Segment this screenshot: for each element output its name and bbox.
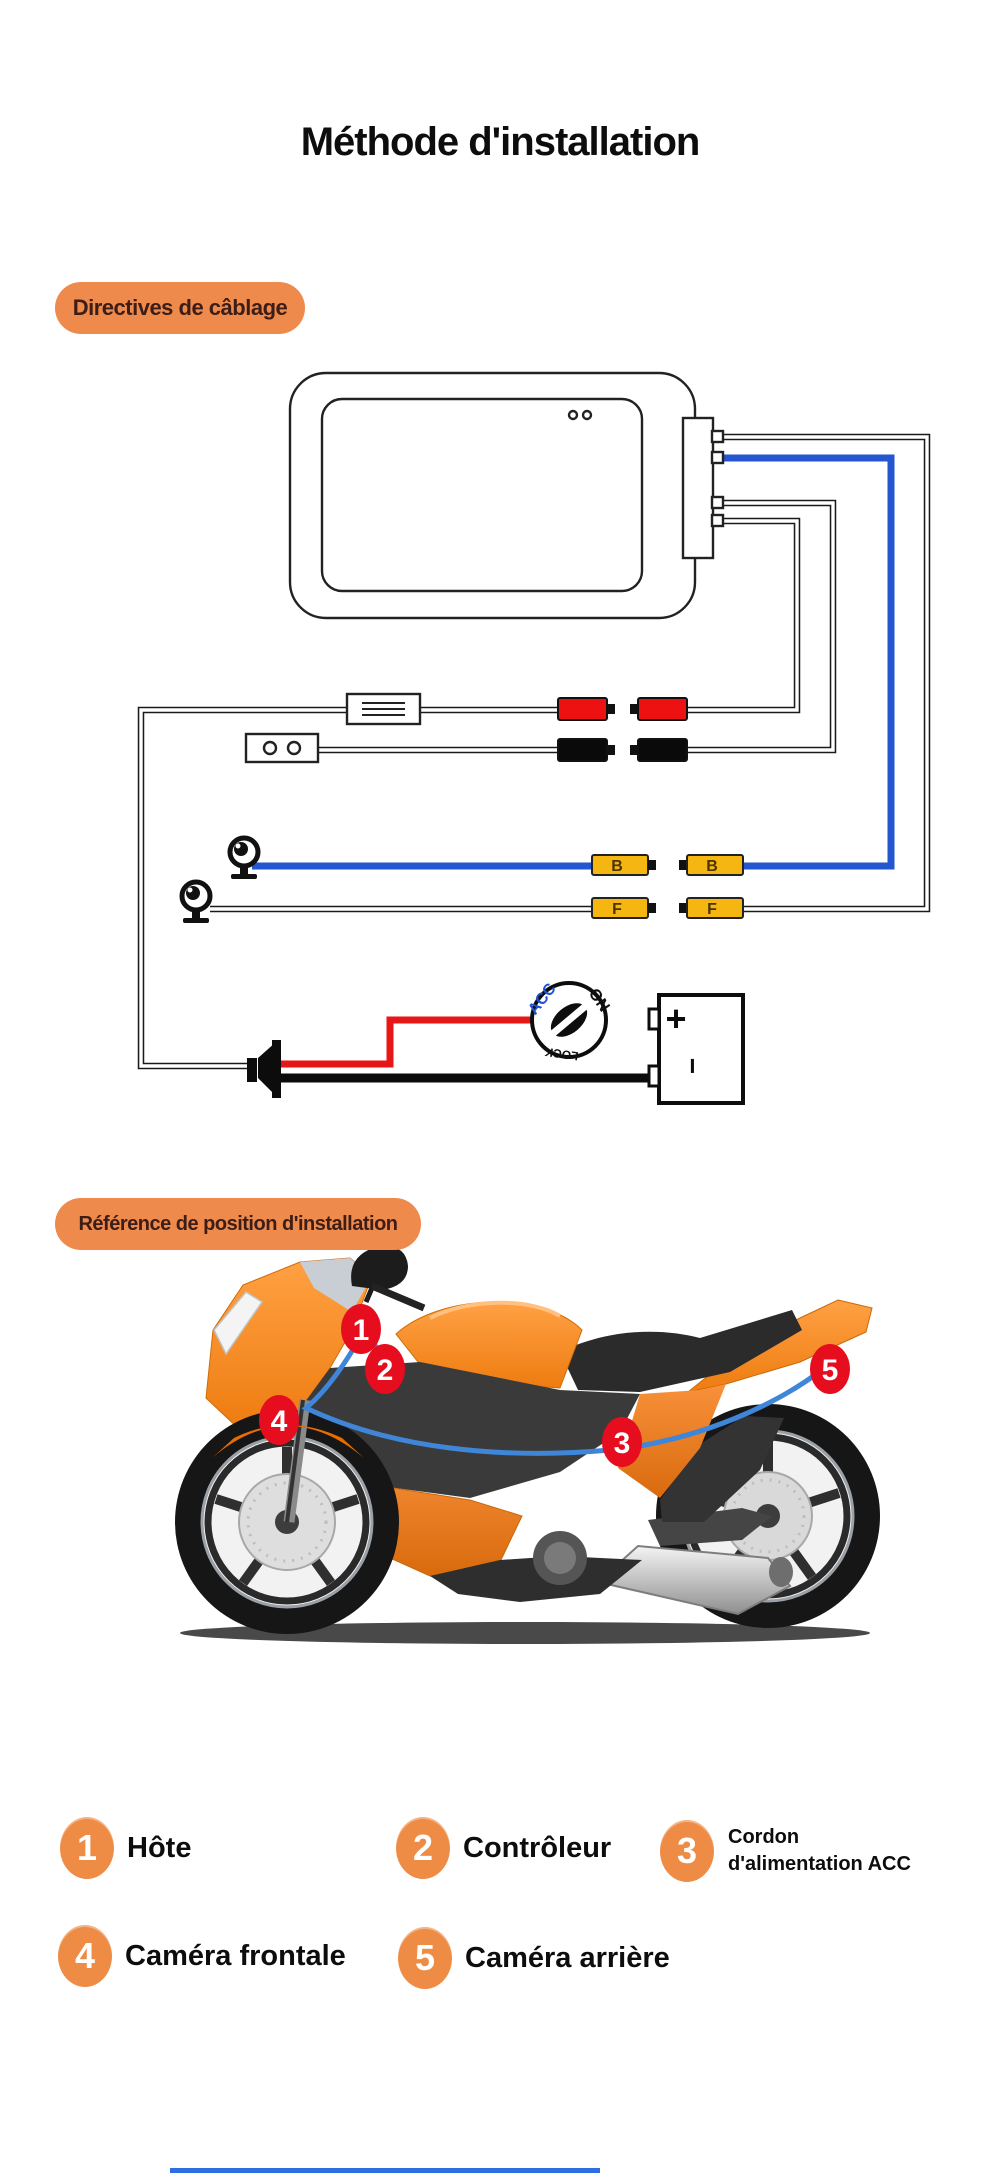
pin-3 [710,495,725,510]
lock-label: LOCK [543,1045,579,1064]
battery-minus-terminal [647,1064,661,1088]
legend-num-4: 4 [58,1925,112,1987]
legend-item-acc-cord: 3 Cordon d'alimentation ACC [660,1820,911,1882]
battery: + − [647,993,745,1105]
exhaust [595,1544,793,1616]
battery-minus-label: − [677,1058,708,1074]
head-unit [288,371,725,620]
wiring-section-badge: Directives de câblage [55,282,305,334]
svg-text:1: 1 [353,1314,370,1347]
legend-num-1: 1 [60,1817,114,1879]
pin-4 [710,513,725,528]
front-fender [212,1425,364,1458]
svg-text:5: 5 [822,1354,839,1387]
seat [560,1310,802,1392]
ground-connector-pair-black [557,738,688,762]
wiring-diagram: B B F F [137,371,931,1105]
legend-label-acc-line2: d'alimentation ACC [728,1853,911,1875]
legend-label-host: Hôte [127,1831,192,1864]
handlebar [370,1282,426,1312]
engine-cover-inner [544,1542,576,1574]
legend-num-2: 2 [396,1817,450,1879]
position-markers: 1 2 3 4 5 [259,1304,850,1467]
legend-item-front-camera: 4 Caméra frontale [58,1925,346,1987]
svg-text:4: 4 [271,1405,288,1438]
indicator-dot [581,409,593,421]
marker-2: 2 [365,1344,405,1394]
head-unit-connector-block [681,416,715,560]
legend-label-rear-camera: Caméra arrière [465,1941,670,1974]
wire-host-to-back-video-blue [722,454,895,870]
indicator-dot [567,409,579,421]
connector-label-b: B [706,858,718,875]
inline-fuse [345,692,422,726]
ground-terminal-connector [244,732,320,764]
position-section-badge: Référence de position d'installation [55,1198,421,1250]
svg-text:2: 2 [377,1354,394,1387]
mirror-stalk [363,1287,375,1303]
belly-pan [430,1556,642,1602]
cable-route-main [301,1313,827,1456]
power-plug-icon [247,1040,281,1098]
battery-plus-label: + [665,998,686,1039]
front-video-connector-pair: F F [591,897,744,919]
wire-host-to-power-red [660,517,801,714]
bottom-accent-line [170,2168,600,2173]
pin-1 [710,429,725,444]
front-camera-icon [179,879,213,923]
wire-host-to-ground-black [660,499,837,754]
back-video-connector-pair: B B [591,854,744,876]
marker-3: 3 [602,1417,642,1467]
svg-text:3: 3 [614,1427,631,1460]
connector-label-b: B [611,858,623,875]
power-connector-pair-red [557,697,688,721]
wire-acc-red [278,1016,534,1068]
legend-item-rear-camera: 5 Caméra arrière [398,1927,670,1989]
headlight [213,1291,264,1356]
head-unit-screen [320,397,644,593]
wire-host-to-front-video [722,433,931,913]
pin-2 [710,450,725,465]
legend-num-3: 3 [660,1820,714,1882]
back-camera-icon [227,835,261,879]
connector-label-f: F [612,901,622,918]
legend-item-controller: 2 Contrôleur [396,1817,611,1879]
legend-label-controller: Contrôleur [463,1831,612,1864]
legend-item-host: 1 Hôte [60,1817,191,1879]
page-title: Méthode d'installation [300,120,701,164]
marker-1: 1 [341,1304,381,1354]
legend-label-front-camera: Caméra frontale [125,1939,346,1972]
tank-highlight [429,1300,562,1320]
acc-ignition-switch: ACC ON LOCK [525,980,612,1063]
rear-frame [660,1416,784,1522]
battery-plus-terminal [647,1007,661,1031]
motorcycle-illustration: 1 2 3 4 5 [175,1245,880,1644]
marker-5: 5 [810,1344,850,1394]
legend-num-5: 5 [398,1927,452,1989]
connector-label-f: F [707,901,717,918]
legend-label-acc-line1: Cordon [728,1826,800,1848]
bike-shadow [180,1622,870,1644]
key-slot [549,1002,589,1038]
front-fork-inner [285,1399,305,1523]
legend-label-acc-cord: Cordon d'alimentation ACC [728,1824,911,1878]
marker-4: 4 [259,1395,299,1445]
mirror [351,1245,408,1290]
